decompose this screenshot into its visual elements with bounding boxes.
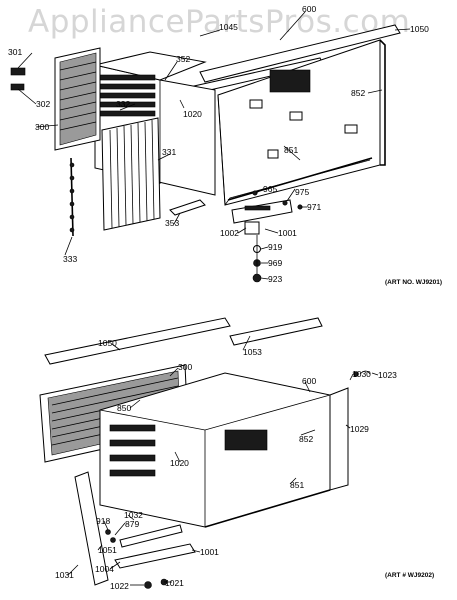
part-label-1001: 1001 bbox=[278, 228, 297, 238]
part-label-1001-b: 1001 bbox=[200, 547, 219, 557]
part-label-851-b: 851 bbox=[290, 480, 304, 490]
part-label-1050: 1050 bbox=[410, 24, 429, 34]
part-label-1050-b: 1050 bbox=[98, 338, 117, 348]
part-label-352: 352 bbox=[176, 54, 190, 64]
part-label-1020-b: 1020 bbox=[170, 458, 189, 468]
part-label-1023: 1023 bbox=[378, 370, 397, 380]
part-label-333: 333 bbox=[63, 254, 77, 264]
part-label-971: 971 bbox=[307, 202, 321, 212]
part-label-1020: 1020 bbox=[183, 109, 202, 119]
part-label-331: 331 bbox=[162, 147, 176, 157]
part-label-1032: 1032 bbox=[124, 510, 143, 520]
part-label-1022: 1022 bbox=[110, 581, 129, 591]
part-label-1045: 1045 bbox=[219, 22, 238, 32]
part-label-965: 965 bbox=[263, 184, 277, 194]
bottom-assembly-drawing: 1050 1053 300 600 1030 1023 850 852 1029… bbox=[39, 317, 434, 591]
part-label-353: 353 bbox=[165, 218, 179, 228]
part-label-918: 918 bbox=[96, 516, 110, 526]
part-label-923: 923 bbox=[268, 274, 282, 284]
part-label-1031: 1031 bbox=[55, 570, 74, 580]
part-label-300-b: 300 bbox=[178, 362, 192, 372]
part-label-1004: 1004 bbox=[95, 564, 114, 574]
part-label-302: 302 bbox=[36, 99, 50, 109]
part-label-332: 332 bbox=[116, 99, 130, 109]
watermark-text: AppliancePartsPros.com bbox=[28, 4, 411, 40]
part-label-1053: 1053 bbox=[243, 347, 262, 357]
part-label-850: 850 bbox=[117, 403, 131, 413]
part-label-600-b: 600 bbox=[302, 376, 316, 386]
art-number-bottom: (ART # WJ9202) bbox=[385, 572, 434, 579]
part-label-919: 919 bbox=[268, 242, 282, 252]
part-label-1051: 1051 bbox=[98, 545, 117, 555]
art-number-top: (ART NO. WJ9201) bbox=[385, 279, 442, 286]
part-label-852: 852 bbox=[351, 88, 365, 98]
top-assembly-drawing: 600 1050 1045 301 352 302 332 852 300 10… bbox=[8, 4, 442, 286]
part-label-879: 879 bbox=[125, 519, 139, 529]
part-label-852-b: 852 bbox=[299, 434, 313, 444]
part-label-1021: 1021 bbox=[165, 578, 184, 588]
part-label-1002: 1002 bbox=[220, 228, 239, 238]
part-label-300: 300 bbox=[35, 122, 49, 132]
part-label-1029: 1029 bbox=[350, 424, 369, 434]
part-label-851: 851 bbox=[284, 145, 298, 155]
part-label-1030: 1030 bbox=[352, 369, 371, 379]
part-label-600: 600 bbox=[302, 4, 316, 14]
part-label-975: 975 bbox=[295, 187, 309, 197]
part-label-301: 301 bbox=[8, 47, 22, 57]
part-label-969: 969 bbox=[268, 258, 282, 268]
